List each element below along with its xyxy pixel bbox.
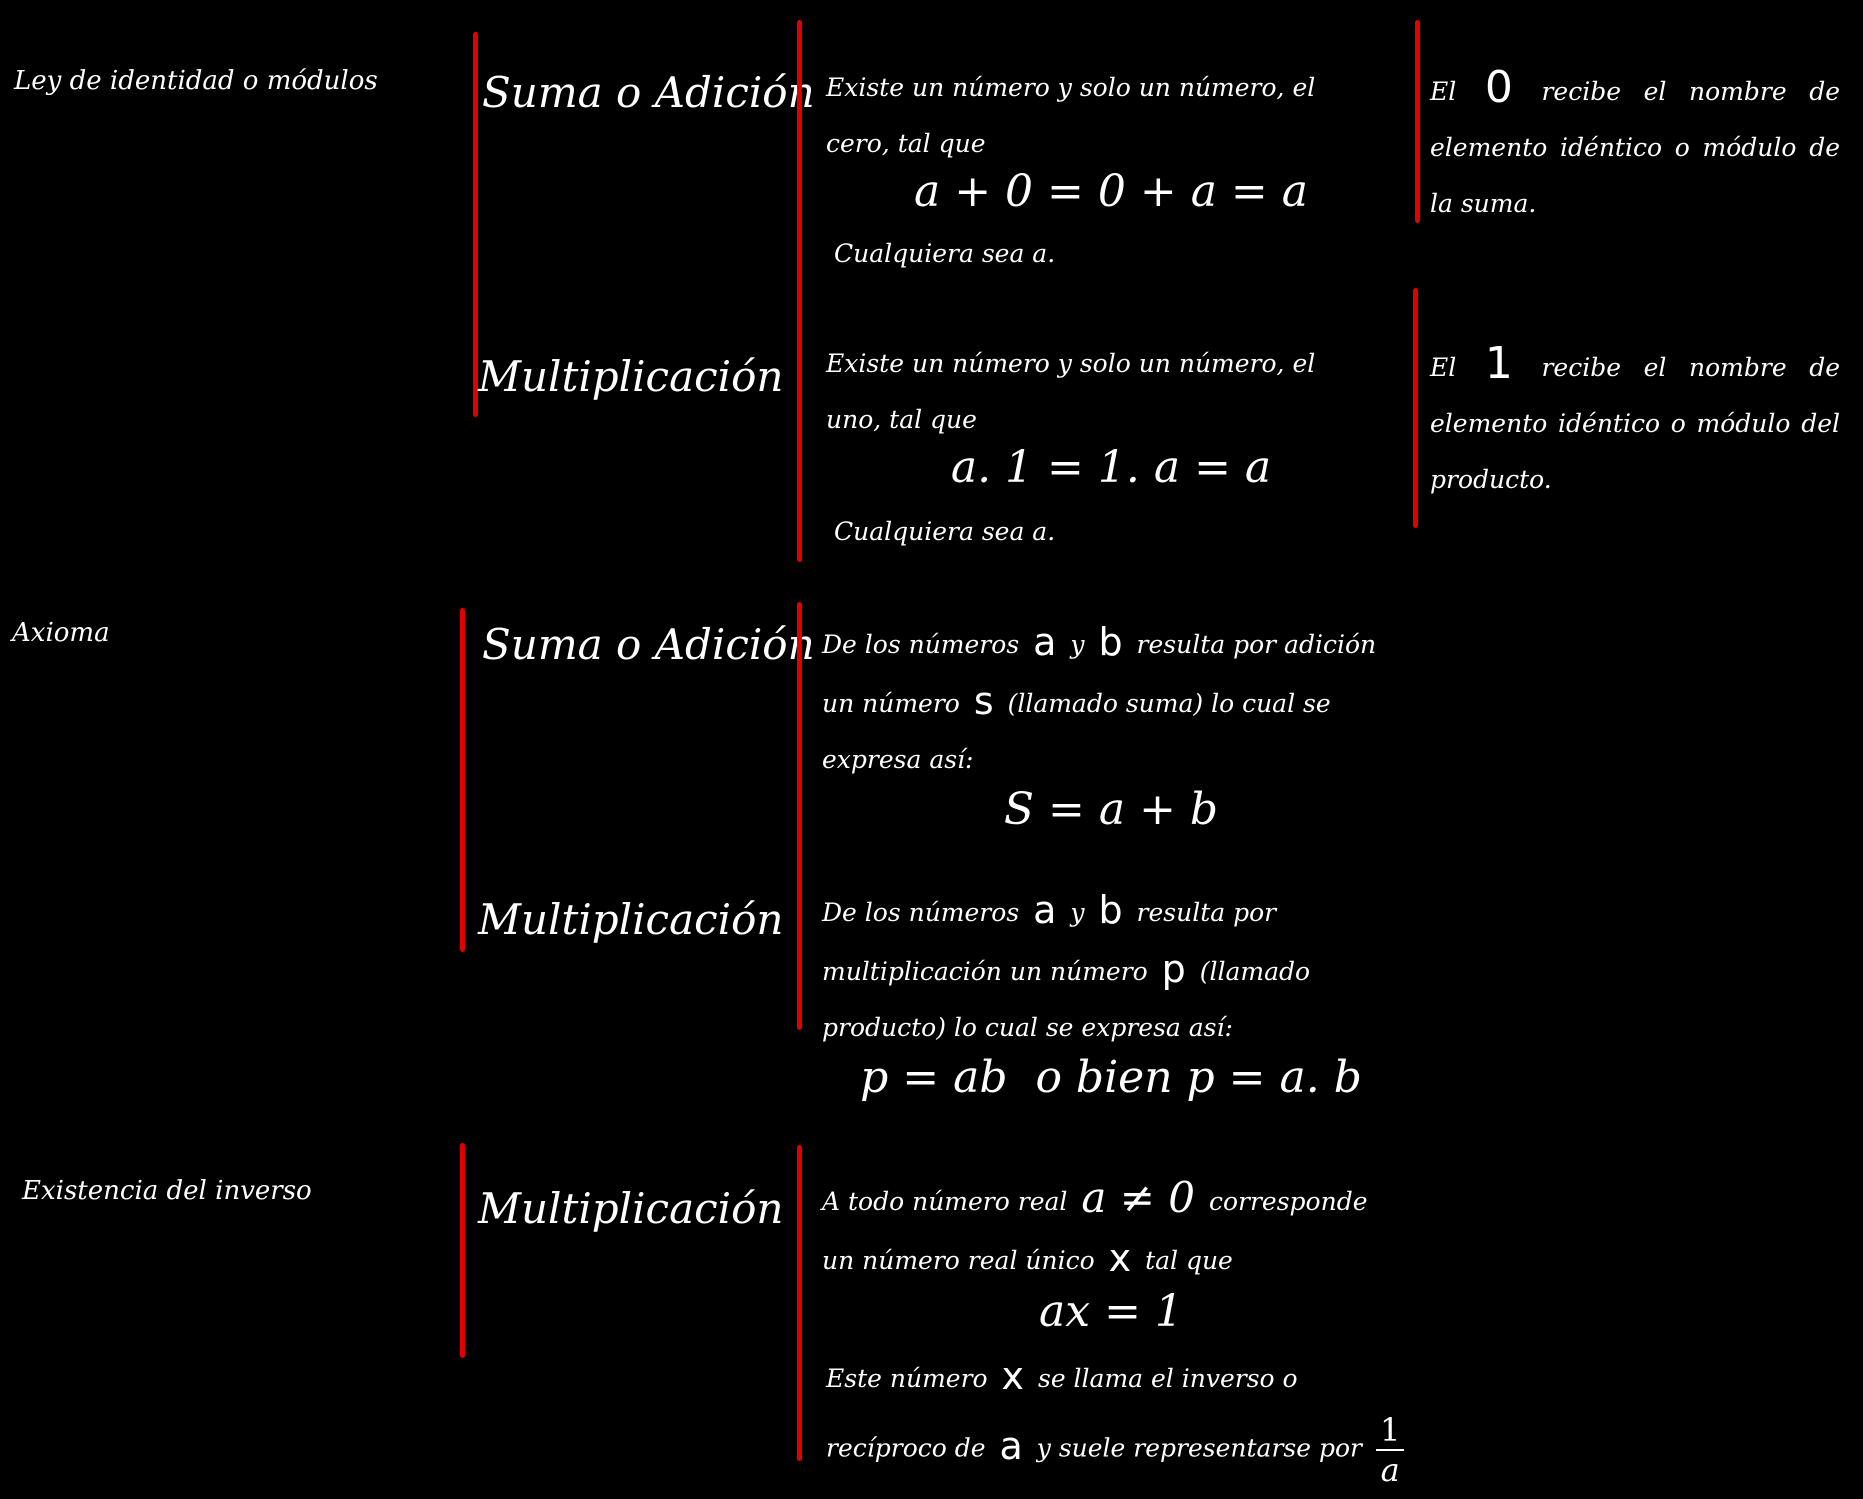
bracket-inverso-ops (460, 1143, 465, 1358)
desc-identidad-suma-outro: Cualquiera sea a. (834, 239, 1056, 268)
desc-axioma-mult: De los números a y b resulta por multipl… (822, 888, 1311, 1042)
op-inverso-mult: Multiplicación (478, 1184, 784, 1233)
bracket-inverso-desc (797, 1145, 802, 1461)
op-identidad-mult: Multiplicación (478, 352, 784, 401)
note-identidad-mult: El 1 recibe el nombre de elemento idénti… (1430, 338, 1841, 494)
var-x: x (1001, 1354, 1025, 1398)
formula-axioma-mult: p = ab o bien p = a. b (860, 1052, 1362, 1103)
section-title-inverso: Existencia del inverso (22, 1176, 312, 1206)
formula-inverso: ax = 1 (1039, 1286, 1183, 1337)
desc-inverso-intro: A todo número real a ≠ 0 corresponde un … (822, 1173, 1368, 1280)
var-s: s (973, 679, 994, 723)
desc-inverso-outro: Este número x se llama el inverso o recí… (826, 1344, 1406, 1489)
bracket-identidad-desc (797, 20, 802, 562)
fraction-one-over-a: 1 a (1375, 1411, 1405, 1489)
formula-axioma-suma: S = a + b (1003, 784, 1219, 835)
desc-axioma-suma: De los números a y b resulta por adición… (822, 620, 1377, 774)
desc-identidad-mult-intro: Existe un número y solo un número, el un… (826, 349, 1316, 434)
var-b: b (1098, 620, 1123, 664)
note-identidad-suma: El 0 recibe el nombre de elemento idénti… (1430, 62, 1841, 218)
section-title-axioma: Axioma (12, 618, 110, 648)
var-p: p (1161, 947, 1186, 991)
formula-identidad-suma: a + 0 = 0 + a = a (913, 166, 1309, 217)
condition-a-neq-0: a ≠ 0 (1081, 1173, 1196, 1222)
op-axioma-mult: Multiplicación (478, 895, 784, 944)
var-a: a (1033, 620, 1057, 664)
desc-identidad-mult-outro: Cualquiera sea a. (834, 517, 1056, 546)
var-b: b (1098, 888, 1123, 932)
var-x: x (1108, 1236, 1132, 1280)
formula-identidad-mult: a. 1 = 1. a = a (950, 442, 1272, 493)
desc-identidad-suma-intro: Existe un número y solo un número, el ce… (826, 73, 1316, 158)
note-number-zero: 0 (1484, 62, 1513, 113)
var-a: a (1033, 888, 1057, 932)
bracket-identidad-mult-note (1413, 288, 1418, 528)
bracket-identidad-ops (473, 32, 478, 417)
bracket-axioma-desc (797, 602, 802, 1030)
bracket-axioma-ops (460, 608, 465, 952)
bracket-identidad-suma-note (1415, 20, 1420, 223)
note-number-one: 1 (1484, 338, 1513, 389)
var-a: a (999, 1423, 1023, 1468)
op-identidad-suma: Suma o Adición (482, 68, 815, 117)
op-axioma-suma: Suma o Adición (482, 620, 815, 669)
section-title-identidad: Ley de identidad o módulos (14, 66, 378, 96)
